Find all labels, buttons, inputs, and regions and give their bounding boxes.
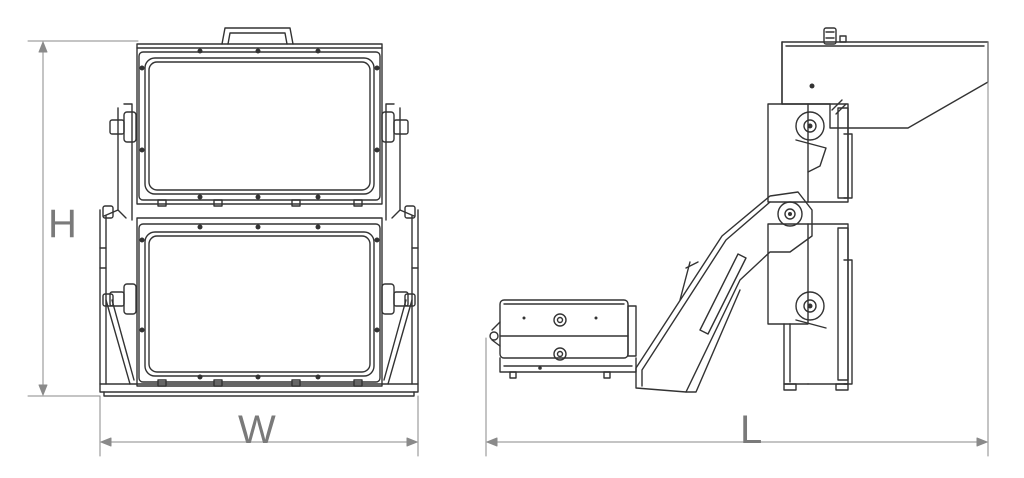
lower-lamp-side bbox=[767, 223, 853, 391]
driver-box bbox=[489, 299, 637, 379]
height-dimension-line bbox=[27, 40, 139, 397]
side-view bbox=[489, 27, 989, 393]
carry-handle bbox=[221, 27, 294, 45]
upper-lamp-side bbox=[767, 99, 853, 203]
base-stand bbox=[99, 205, 419, 397]
width-label: W bbox=[238, 408, 276, 452]
height-label: H bbox=[48, 202, 77, 246]
front-view bbox=[99, 27, 419, 397]
articulating-arm bbox=[635, 191, 813, 393]
dimension-lines bbox=[27, 40, 989, 457]
side-bracket-upper bbox=[109, 103, 409, 315]
length-label: L bbox=[740, 408, 763, 452]
width-dimension-line bbox=[99, 395, 419, 457]
lower-lamp-module bbox=[136, 217, 383, 387]
upper-lamp-module bbox=[136, 43, 383, 207]
length-dimension-line bbox=[485, 41, 989, 457]
